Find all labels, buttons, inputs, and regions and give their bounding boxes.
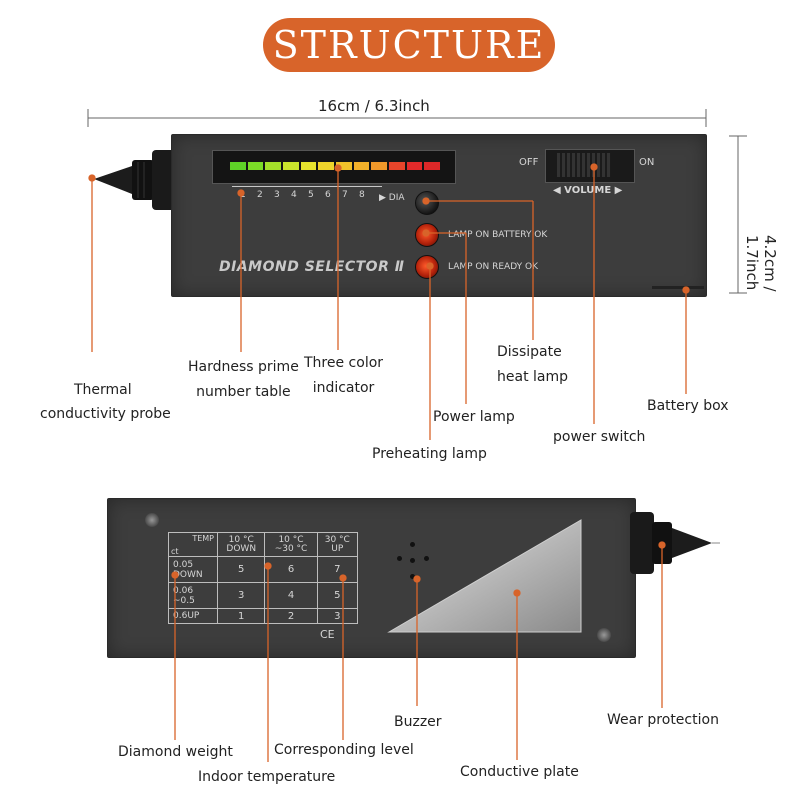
callout-thermal-probe-text: Thermal conductivity probe — [40, 381, 171, 423]
callout-thermal-probe: Thermal conductivity probe — [40, 353, 171, 427]
volume-label: ◀ VOLUME ▶ — [553, 185, 623, 196]
level-cell: 6 — [264, 555, 318, 584]
battery-box[interactable] — [652, 286, 704, 289]
callout-diamond-weight: Diamond weight — [118, 744, 233, 760]
col-header-high: 30 °C UP — [316, 532, 359, 557]
scale-number: 4 — [291, 190, 297, 200]
led-segment — [406, 162, 423, 170]
corner-ct: ct — [171, 547, 179, 556]
led-segment — [371, 162, 388, 170]
scale-number: 5 — [308, 190, 314, 200]
col-header-mid: 10 °C ~30 °C — [264, 532, 318, 557]
level-cell: 3 — [216, 582, 266, 610]
ce-mark: CE — [320, 628, 335, 641]
scale-number: 3 — [274, 190, 280, 200]
buzzer-hole — [410, 542, 415, 547]
callout-conductive-plate: Conductive plate — [460, 764, 579, 780]
table-corner: TEMP ct — [168, 532, 218, 557]
level-cell: 5 — [316, 582, 359, 610]
lamp-battery-label: LAMP ON BATTERY OK — [448, 230, 548, 240]
scale-number: 2 — [257, 190, 263, 200]
brand-label: DIAMOND SELECTOR Ⅱ — [219, 259, 405, 275]
scale-number: 7 — [342, 190, 348, 200]
callout-corresponding-level: Corresponding level — [274, 742, 414, 758]
screw-icon — [597, 628, 611, 642]
hardness-table: TEMP ct 10 °C DOWN 10 °C ~30 °C 30 °C UP… — [168, 532, 359, 624]
lamp-ready-label: LAMP ON READY OK — [448, 262, 538, 272]
callout-indoor-temperature: Indoor temperature — [198, 769, 336, 785]
callout-wear-protection: Wear protection — [607, 712, 719, 728]
conductive-plate — [387, 519, 582, 633]
buzzer-hole — [424, 556, 429, 561]
level-cell: 1 — [216, 608, 266, 624]
col-header-low: 10 °C DOWN — [216, 532, 266, 557]
table-row: 0.06 ~0.5 3 4 5 — [168, 582, 359, 610]
title-banner: STRUCTURE — [263, 18, 555, 72]
switch-off-label: OFF — [519, 157, 539, 168]
buzzer-hole — [397, 556, 402, 561]
buzzer-hole — [410, 558, 415, 563]
led-segment — [389, 162, 405, 170]
led-segment — [353, 162, 370, 170]
callout-battery-box: Battery box — [647, 398, 729, 414]
led-segment — [265, 162, 282, 170]
dia-label: ▶ DIA — [379, 193, 405, 203]
buzzer-hole — [410, 574, 415, 579]
level-cell: 4 — [264, 582, 318, 610]
callout-buzzer: Buzzer — [394, 714, 442, 730]
callout-three-color: Three color indicator — [304, 355, 384, 396]
callout-power-lamp: Power lamp — [433, 409, 515, 425]
led-segment — [336, 162, 352, 170]
scale-line — [232, 186, 382, 187]
switch-on-label: ON — [639, 157, 655, 168]
level-cell: 3 — [316, 608, 359, 624]
led-segment — [283, 162, 299, 170]
led-segment — [318, 162, 335, 170]
thermal-probe — [94, 150, 176, 210]
led-segment — [300, 162, 317, 170]
level-cell: 2 — [264, 608, 318, 624]
scale-number: 6 — [325, 190, 331, 200]
screw-icon — [145, 513, 159, 527]
table-row: 0.6UP 1 2 3 — [168, 608, 359, 624]
power-switch[interactable] — [557, 153, 611, 177]
length-dimension: 16cm / 6.3inch — [318, 97, 430, 115]
led-segment — [230, 162, 246, 170]
led-segment — [424, 162, 441, 170]
corner-temp: TEMP — [192, 534, 214, 543]
callout-preheating-lamp: Preheating lamp — [372, 446, 487, 462]
three-color-indicator — [230, 162, 441, 170]
callout-hardness-table: Hardness prime number table — [188, 359, 299, 400]
callout-power-switch: power switch — [553, 429, 646, 445]
callout-dissipate-lamp: Dissipate heat lamp — [497, 344, 568, 385]
led-segment — [247, 162, 264, 170]
scale-number: 8 — [359, 190, 365, 200]
